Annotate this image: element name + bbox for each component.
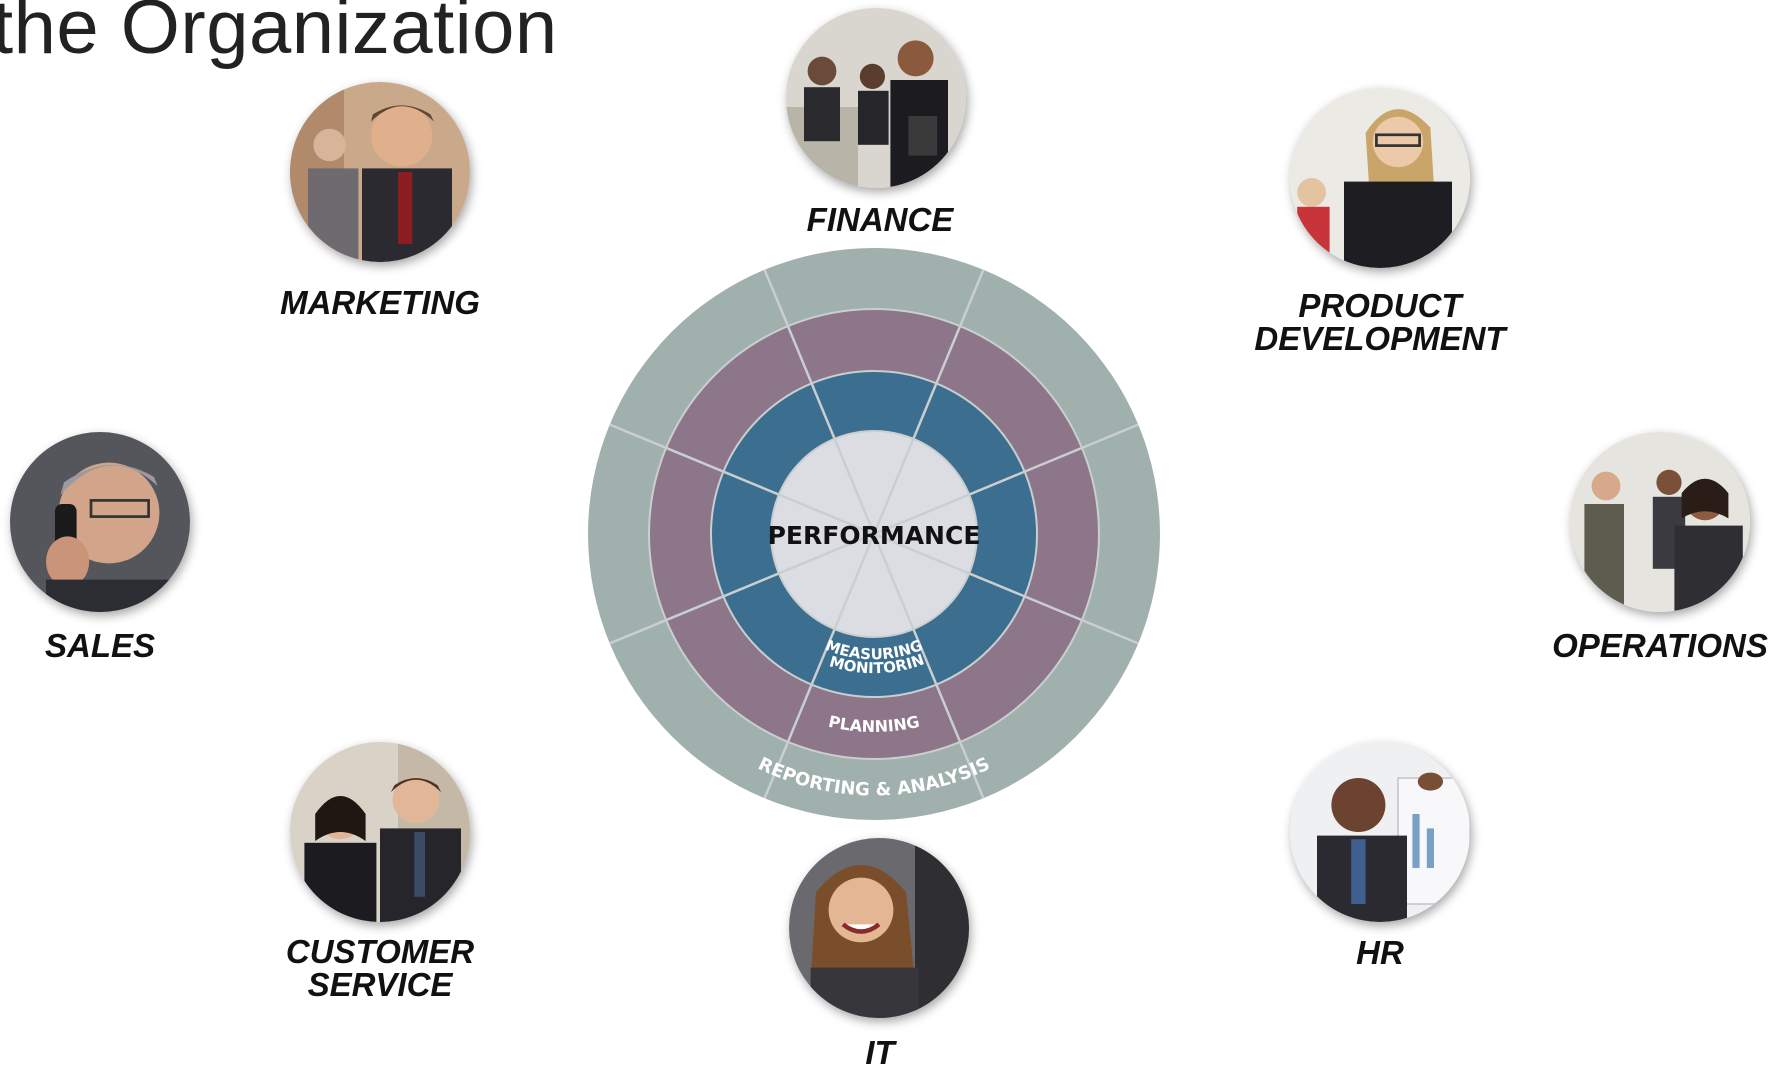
wheel-divider-line [763,533,876,799]
wheel-divider-line [609,423,875,536]
hr-photo [1290,742,1470,922]
sales-photo [10,432,190,612]
product-development-label: PRODUCT DEVELOPMENT [1254,287,1506,357]
page-title: the Organization [0,0,558,70]
finance-label: FINANCE [806,201,954,238]
product-development-photo [1290,88,1470,268]
wheel-divider-line [873,423,1139,536]
wheel-dividers [609,269,1139,799]
it-label: IT [865,1034,895,1071]
wheel-divider-line [609,532,875,645]
customer-service-label: CUSTOMER SERVICE [285,933,475,1003]
sales-label: SALES [44,627,156,664]
finance-photo [786,8,966,188]
wheel-divider-line [872,269,985,535]
operations-photo [1570,432,1750,612]
operations-label: OPERATIONS [1552,627,1768,664]
marketing-photo [290,82,470,262]
wheel-divider-line [763,269,876,535]
marketing-label: MARKETING [280,284,480,321]
customer-service-photo [290,742,470,922]
wheel-divider-line [872,533,985,799]
hr-label: HR [1356,934,1404,971]
it-photo [789,838,969,1018]
performance-wheel: PERFORMANCE MEASURING & MONITORING PLANN… [588,248,1160,820]
wheel-divider-line [873,532,1139,645]
performance-label: PERFORMANCE [768,521,981,550]
